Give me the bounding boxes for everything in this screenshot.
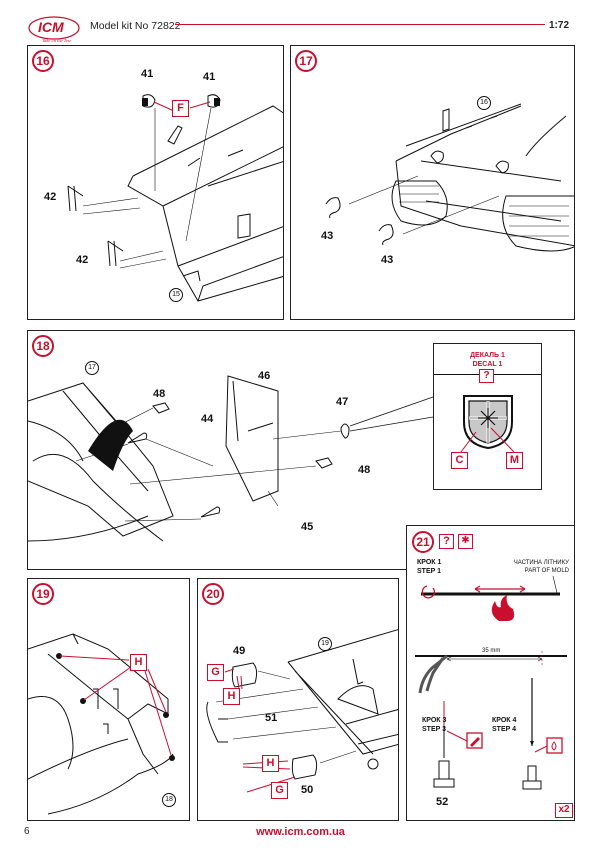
step-19-panel: 19 H 18 — [27, 578, 190, 821]
part-45: 45 — [301, 521, 314, 533]
step-19-drawing — [28, 633, 175, 815]
ref-step-16: 16 — [477, 96, 491, 110]
kit-title: Model kit No 72822 — [90, 20, 181, 32]
rotate-icon — [421, 585, 436, 599]
asterisk-label: ✱ — [458, 534, 473, 549]
ref-step-17: 17 — [85, 361, 99, 375]
part-50: 50 — [301, 784, 314, 796]
step-21-panel: 21 ? ✱ КРОК 1 STEP 1 ЧАСТИНА ЛІТНИКУ PAR… — [406, 525, 575, 821]
step-16-drawing — [67, 94, 283, 302]
part-47: 47 — [336, 396, 349, 408]
quantity-x2: x2 — [555, 803, 573, 818]
step-19-number: 19 — [32, 583, 54, 605]
slogan-text: Take on the Test — [42, 38, 72, 43]
icm-logo: ICM Take on the Test — [28, 14, 80, 44]
mold-label-en: PART OF MOLD — [524, 568, 569, 574]
help-label: ? — [439, 534, 454, 549]
part-48-left: 48 — [153, 388, 166, 400]
page-number: 6 — [24, 826, 30, 837]
pliers-icon — [418, 654, 448, 694]
step-17-number: 17 — [295, 50, 317, 72]
flame-icon — [491, 595, 515, 621]
color-label-f: F — [172, 100, 189, 117]
step-18-number: 18 — [32, 335, 54, 357]
step3-en: STEP 3 — [422, 726, 446, 733]
part-41-left: 41 — [141, 68, 154, 80]
part-42-lower: 42 — [76, 254, 89, 266]
website-link[interactable]: www.icm.com.ua — [256, 826, 345, 838]
header-rule — [175, 24, 545, 26]
color-label-g-top: G — [207, 664, 224, 681]
decal-leader-lines — [460, 427, 515, 453]
step-20-number: 20 — [202, 583, 224, 605]
color-label-h-bottom: H — [262, 755, 279, 772]
step-21-drawing — [415, 575, 567, 790]
part-48-right: 48 — [358, 464, 371, 476]
step-21-number: 21 — [412, 531, 434, 553]
color-label-h: H — [130, 654, 147, 671]
decal-box: ДЕКАЛЬ 1 DECAL 1 ? C M — [433, 343, 542, 490]
step1-en: STEP 1 — [417, 568, 441, 575]
part-49: 49 — [233, 645, 246, 657]
part-44: 44 — [201, 413, 214, 425]
ref-step-19: 19 — [318, 637, 332, 651]
part-43-right: 43 — [381, 254, 394, 266]
part-41-right: 41 — [203, 71, 216, 83]
part-46: 46 — [258, 370, 271, 382]
decal-color-c: C — [451, 452, 468, 469]
part-51: 51 — [265, 712, 278, 724]
step-17-panel: 17 16 43 43 — [290, 45, 575, 320]
decal-help-label: ? — [479, 369, 494, 383]
part-42-upper: 42 — [44, 191, 57, 203]
step3-ua: КРОК 3 — [422, 717, 447, 724]
brand-text: ICM — [38, 19, 64, 35]
step4-en: STEP 4 — [492, 726, 516, 733]
step-20-panel: 20 19 49 51 50 G H H G — [197, 578, 399, 821]
length-35mm: 35 mm — [482, 648, 501, 654]
mold-label-ua: ЧАСТИНА ЛІТНИКУ — [513, 560, 569, 566]
ref-step-15: 15 — [169, 288, 183, 302]
decal-color-m: M — [506, 452, 523, 469]
stretch-arrow-icon — [474, 585, 526, 593]
shield-emblem-icon — [463, 395, 513, 450]
kit-scale: 1:72 — [549, 20, 570, 31]
step-17-drawing — [325, 103, 574, 252]
color-label-h-top: H — [223, 688, 240, 705]
glue-icon — [546, 737, 563, 754]
step-18-drawing — [28, 375, 434, 542]
step1-ua: КРОК 1 — [417, 559, 442, 566]
ref-step-18: 18 — [162, 793, 176, 807]
decal-title-ua: ДЕКАЛЬ 1 — [470, 352, 505, 359]
step4-ua: КРОК 4 — [492, 717, 517, 724]
step-16-panel: 16 41 41 F 42 42 15 — [27, 45, 284, 320]
decal-title-en: DECAL 1 — [472, 361, 503, 368]
color-label-g-bottom: G — [271, 782, 288, 799]
part-52: 52 — [436, 796, 449, 808]
step-16-number: 16 — [32, 50, 54, 72]
part-43-left: 43 — [321, 230, 334, 242]
